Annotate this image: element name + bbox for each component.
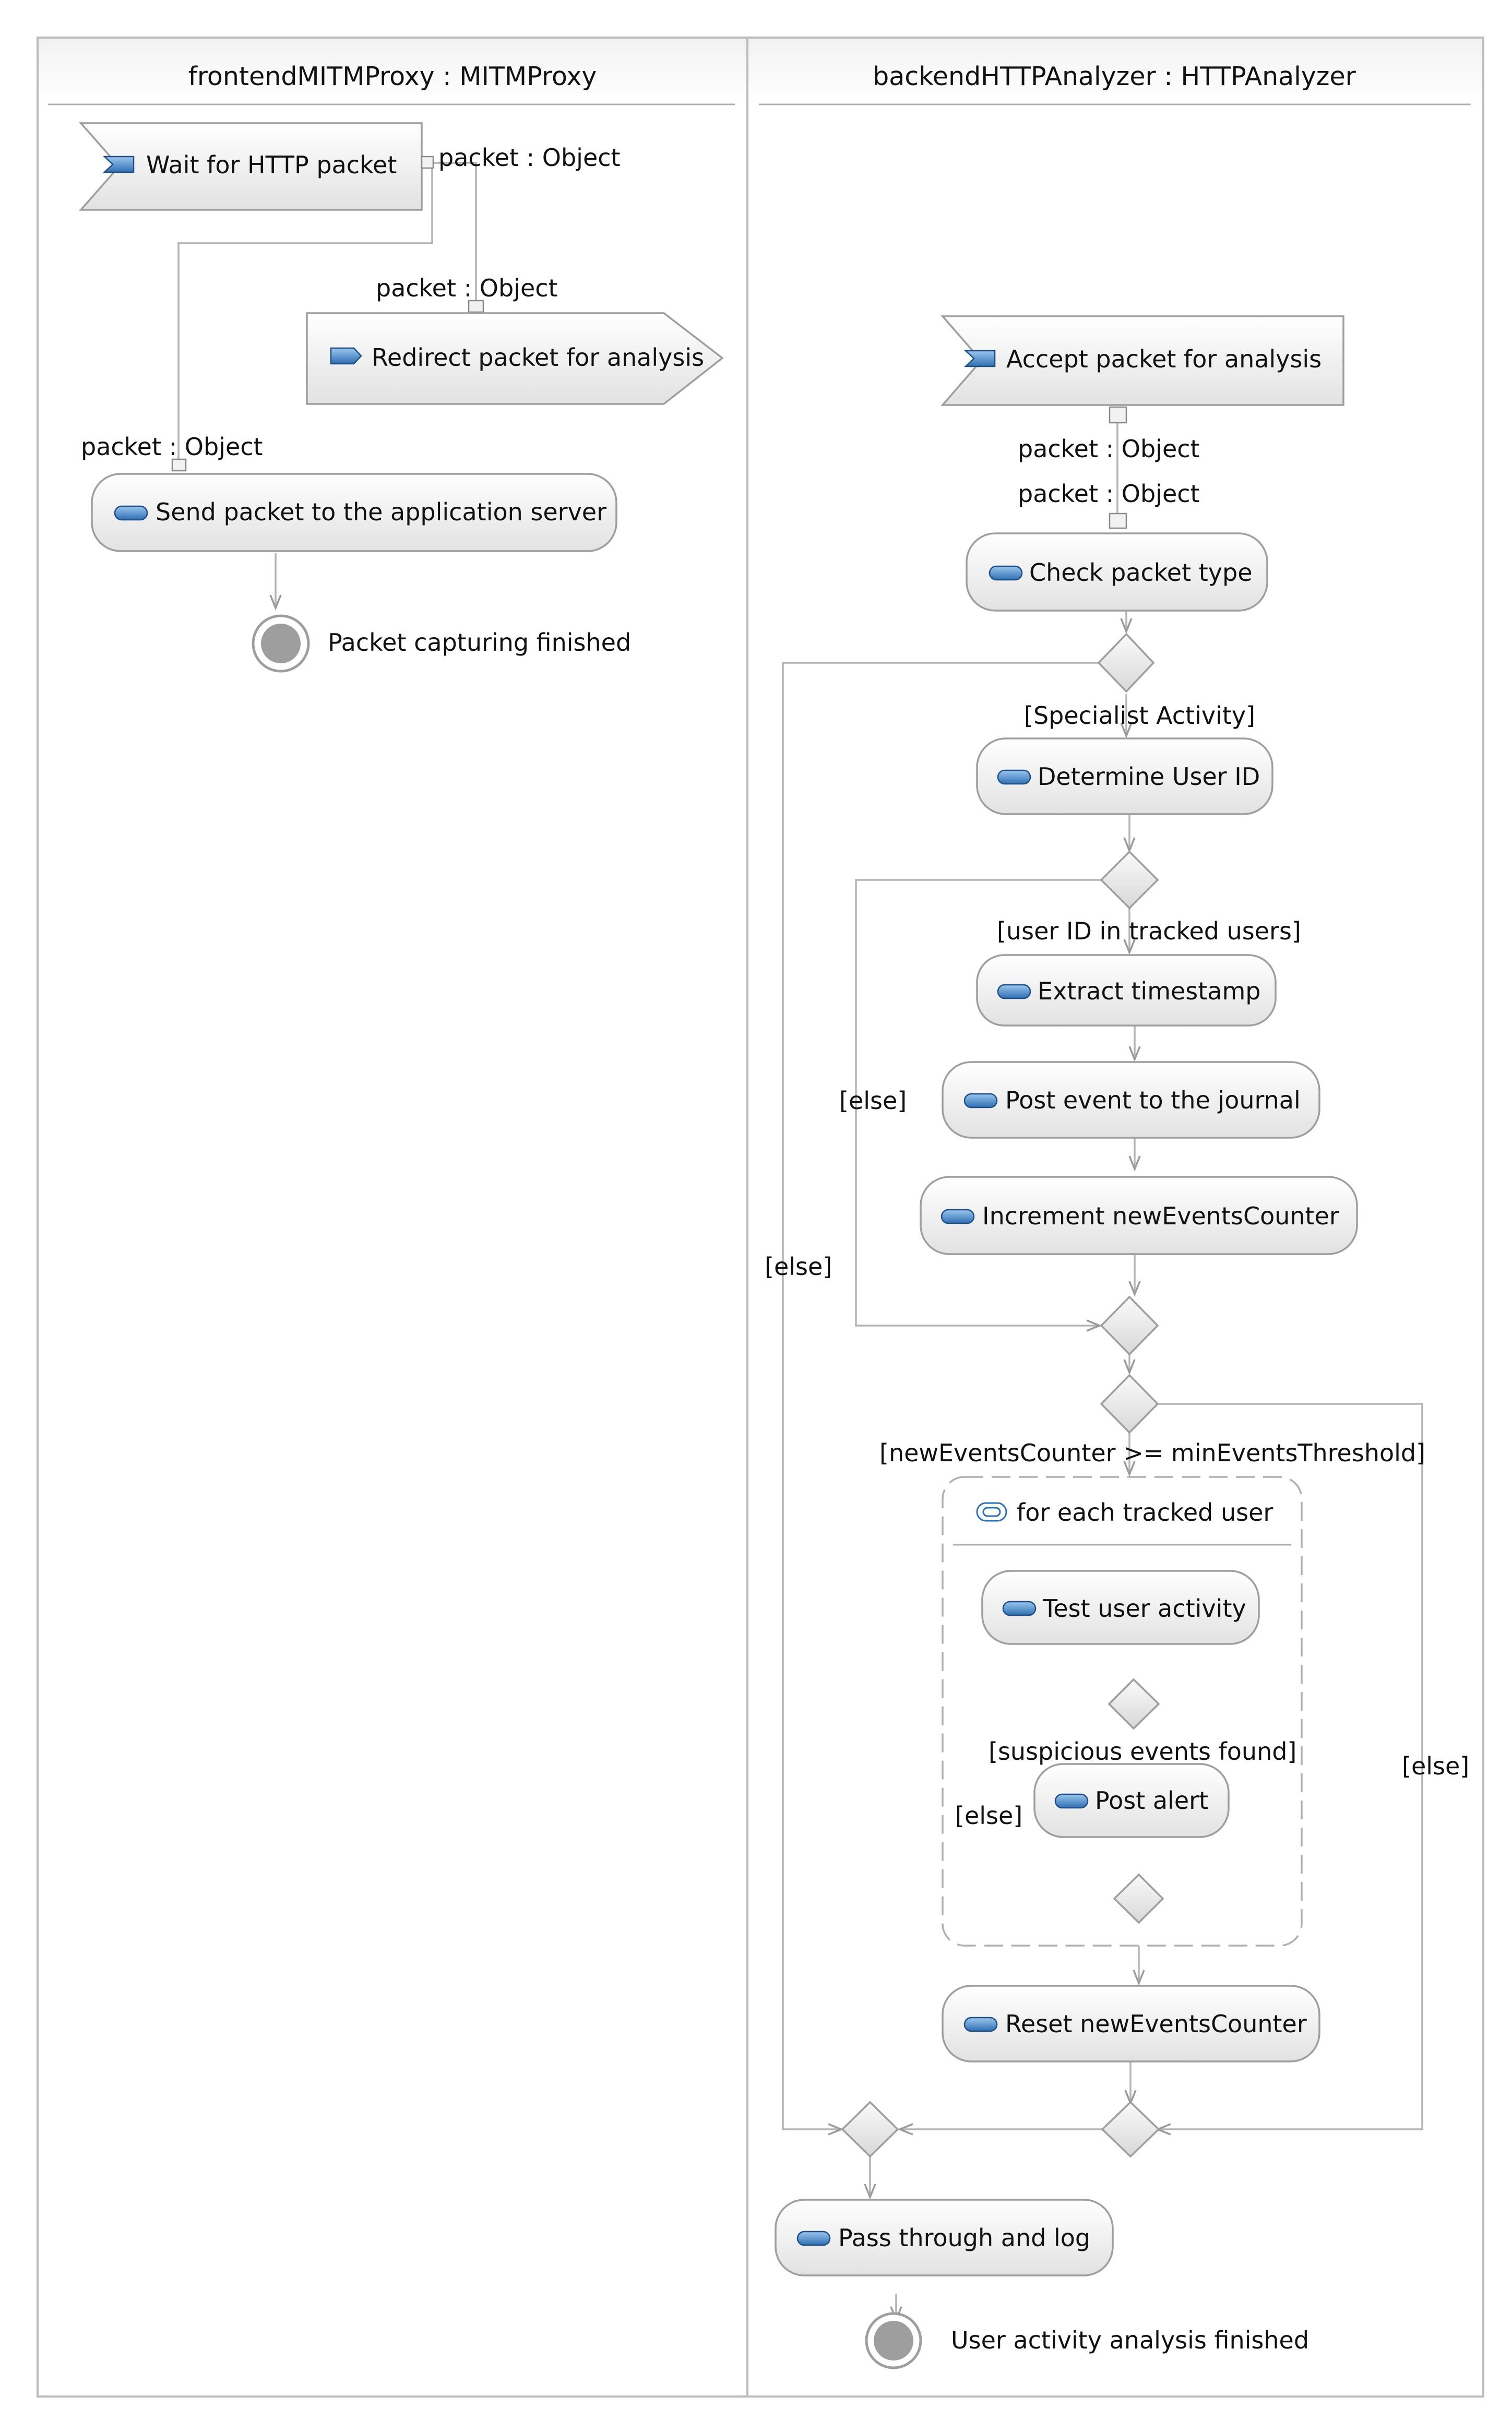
capture-final-node [252, 614, 310, 673]
action-icon [114, 505, 148, 521]
increment-action: Increment newEventsCounter [920, 1176, 1358, 1255]
determine-uid-label: Determine User ID [1038, 762, 1260, 791]
loop-label: for each tracked user [1017, 1498, 1273, 1527]
post-event-action: Post event to the journal [942, 1061, 1320, 1139]
reset-action: Reset newEventsCounter [942, 1985, 1320, 2063]
guard-else-outer: [else] [765, 1253, 832, 1281]
pin-accept-out [1109, 406, 1127, 424]
extract-ts-action: Extract timestamp [976, 954, 1277, 1027]
determine-uid-action: Determine User ID [976, 737, 1273, 815]
merge-threshold [1101, 2101, 1160, 2158]
decision-tracked-user [1100, 850, 1159, 910]
loop-icon [976, 1502, 1007, 1522]
accept-label: Accept packet for analysis [1006, 345, 1321, 373]
reset-label: Reset newEventsCounter [1005, 2010, 1307, 2038]
decision-packet-type [1097, 633, 1155, 693]
merge-final [841, 2101, 899, 2158]
pin-redirect-in [468, 300, 484, 313]
pin-label-wait-out: packet : Object [438, 144, 621, 172]
guard-tracked: [user ID in tracked users] [997, 917, 1301, 945]
wait-http-accept-event: Wait for HTTP packet [79, 122, 423, 211]
pass-log-action: Pass through and log [775, 2199, 1114, 2276]
guard-suspicious: [suspicious events found] [989, 1737, 1296, 1766]
pin-label-redirect-in: packet : Object [376, 274, 558, 302]
pin-label-send-in: packet : Object [81, 433, 263, 461]
action-icon [1002, 1601, 1037, 1616]
action-icon [963, 2017, 998, 2032]
guard-else-inner: [else] [839, 1087, 907, 1115]
send-app-action: Send packet to the application server [91, 473, 617, 552]
guard-threshold: [newEventsCounter >= minEventsThreshold] [879, 1439, 1425, 1467]
check-type-label: Check packet type [1029, 558, 1253, 587]
pin-send-in [171, 458, 187, 472]
control-flows [177, 162, 1423, 2320]
redirect-send-signal: Redirect packet for analysis [306, 312, 724, 405]
guard-else-right: [else] [1402, 1752, 1469, 1780]
partition-header-right-bg [748, 39, 1482, 103]
decision-suspicious [1108, 1678, 1160, 1730]
partition-header-left-bg [39, 39, 746, 103]
post-alert-label: Post alert [1095, 1786, 1208, 1815]
test-activity-label: Test user activity [1042, 1594, 1246, 1623]
action-icon [989, 565, 1023, 581]
check-type-action: Check packet type [966, 532, 1268, 612]
wait-http-label: Wait for HTTP packet [146, 151, 397, 179]
action-icon [997, 984, 1031, 999]
increment-label: Increment newEventsCounter [982, 1202, 1339, 1230]
pin-check-in [1109, 512, 1127, 529]
test-activity-action: Test user activity [981, 1570, 1260, 1645]
partition-right-title: backendHTTPAnalyzer : HTTPAnalyzer [873, 62, 1356, 91]
send-signal-icon [330, 347, 362, 365]
pass-log-label: Pass through and log [838, 2224, 1090, 2252]
accept-event-icon [965, 350, 996, 367]
action-icon [796, 2231, 831, 2246]
action-icon [940, 1209, 975, 1224]
post-event-label: Post event to the journal [1005, 1086, 1301, 1114]
capture-final-label: Packet capturing finished [328, 628, 631, 657]
action-icon [963, 1093, 998, 1108]
merge-suspicious [1113, 1873, 1164, 1924]
post-alert-action: Post alert [1033, 1763, 1230, 1838]
extract-ts-label: Extract timestamp [1038, 977, 1261, 1005]
guard-specialist: [Specialist Activity] [1024, 701, 1255, 730]
action-icon [1054, 1793, 1089, 1809]
redirect-label: Redirect packet for analysis [372, 343, 704, 372]
pin-label-check-in: packet : Object [1018, 480, 1200, 508]
analysis-final-label: User activity analysis finished [951, 2326, 1309, 2354]
decision-threshold [1100, 1374, 1159, 1434]
merge-tracked [1100, 1295, 1159, 1356]
partition-frame [37, 37, 1484, 2398]
accept-packet-event: Accept packet for analysis [940, 315, 1344, 406]
analysis-final-node [865, 2312, 922, 2369]
send-app-label: Send packet to the application server [156, 498, 606, 526]
action-icon [997, 769, 1031, 785]
pin-label-accept-out: packet : Object [1018, 435, 1200, 463]
partition-left-title: frontendMITMProxy : MITMProxy [188, 62, 597, 91]
pin-wait-out [421, 156, 434, 169]
guard-else-alert: [else] [955, 1802, 1022, 1830]
accept-event-icon [103, 156, 135, 173]
